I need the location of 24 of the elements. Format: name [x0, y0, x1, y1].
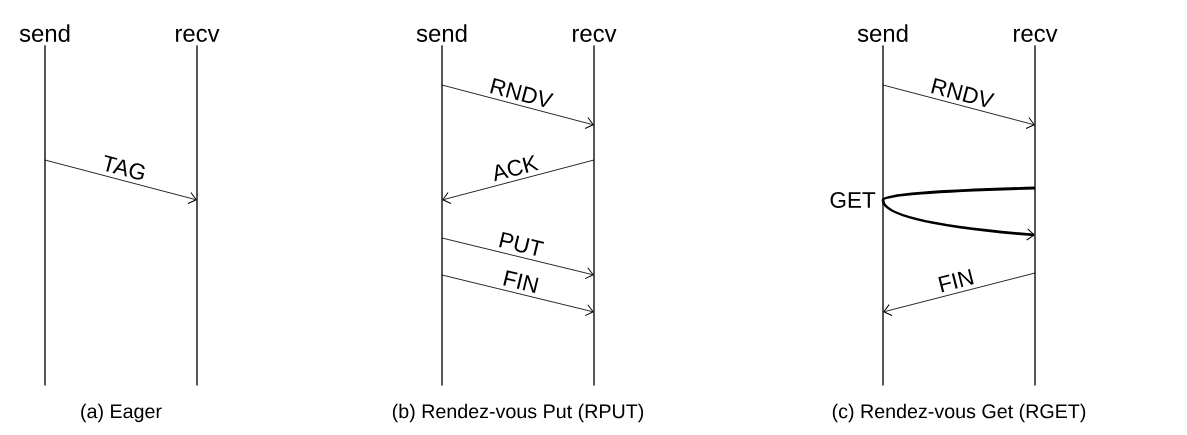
- lifeline: send: [19, 24, 70, 386]
- subfigure-caption: (b) Rendez-vous Put (RPUT): [392, 403, 644, 423]
- subfigure-caption: (a) Eager: [81, 403, 162, 423]
- arrow: [881, 199, 1035, 241]
- arrow: [441, 237, 594, 280]
- arrow: [441, 84, 594, 129]
- lifeline: send: [416, 24, 467, 386]
- subfigure-caption: (c) Rendez-vous Get (RGET): [832, 403, 1086, 423]
- lifeline: recv: [1014, 28, 1058, 386]
- edge-label: TAG: [104, 154, 145, 180]
- edge-label: GET: [825, 187, 880, 213]
- arrow: [883, 272, 1036, 316]
- edge-label: RNDV: [931, 78, 995, 108]
- arrow: [44, 159, 197, 204]
- edge-label: FIN: [503, 270, 539, 293]
- edge-label: ACK: [494, 154, 539, 182]
- edge-label: RNDV: [490, 78, 554, 108]
- edge-label: PUT: [499, 232, 545, 256]
- arrow: [441, 274, 594, 317]
- arrow: [442, 159, 595, 204]
- lifeline: recv: [573, 28, 617, 386]
- arrow: [882, 84, 1035, 129]
- lifeline: recv: [176, 28, 220, 386]
- edge-label: FIN: [938, 269, 974, 293]
